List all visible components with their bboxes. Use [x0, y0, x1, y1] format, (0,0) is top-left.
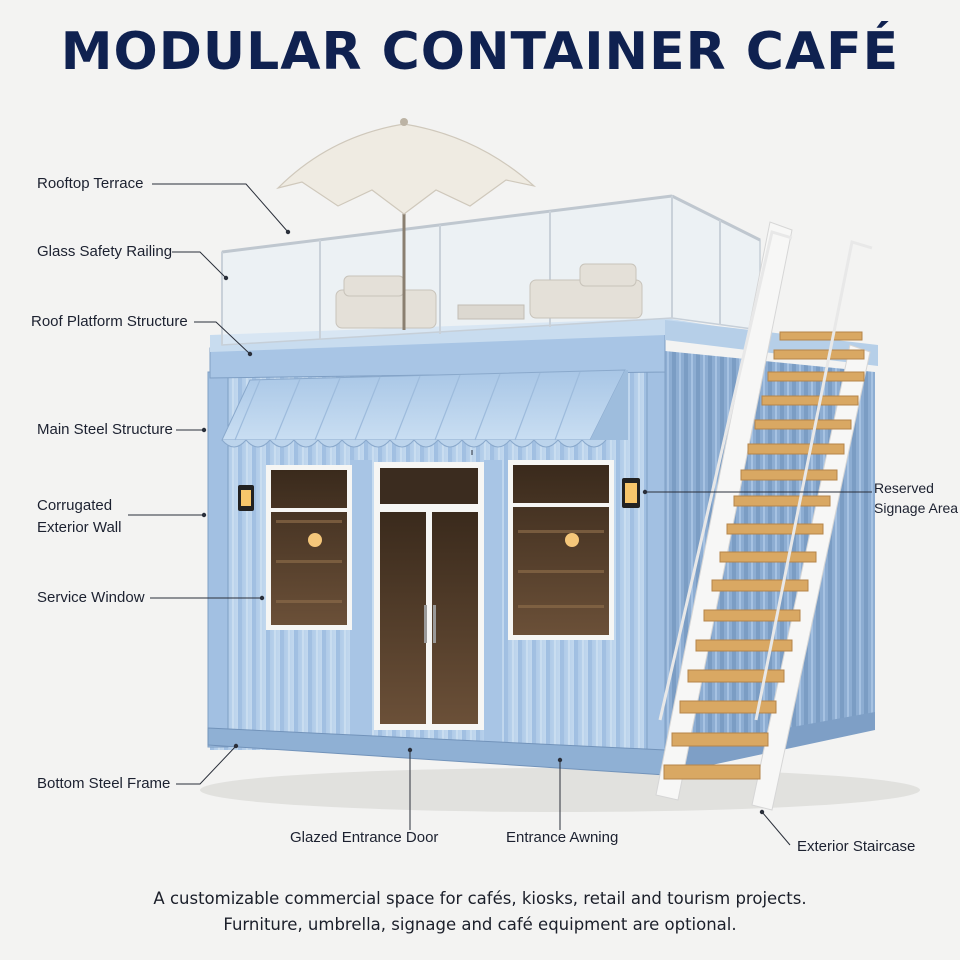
wall-lantern-left — [238, 485, 254, 511]
label-roof-platform-structure: Roof Platform Structure — [31, 313, 188, 330]
awning-scallop — [221, 439, 607, 448]
label-glass-safety-railing: Glass Safety Railing — [37, 243, 173, 260]
roof-deck — [210, 318, 740, 352]
label-corrugated-line2: Exterior Wall — [37, 519, 122, 536]
door-left-pane — [380, 512, 426, 724]
label-main-steel-structure: Main Steel Structure — [37, 421, 173, 438]
rooftop-sofa-left — [335, 275, 437, 329]
leader-lines — [128, 183, 872, 846]
label-bottom-steel-frame: Bottom Steel Frame — [37, 775, 171, 792]
label-reserved-line1: Reserved — [874, 480, 934, 496]
leader-dots — [201, 229, 765, 815]
footer-line-1: A customizable commercial space for café… — [153, 889, 807, 908]
page-title: MODULAR CONTAINER CAFÉ — [60, 22, 900, 82]
label-glazed-entrance-door: Glazed Entrance Door — [290, 829, 439, 846]
awning-side — [590, 370, 628, 440]
label-reserved-signage-area: Reserved Signage Area — [874, 478, 958, 518]
label-exterior-staircase: Exterior Staircase — [797, 838, 916, 855]
label-corrugated-exterior-wall: Corrugated Exterior Wall — [37, 495, 121, 539]
exterior-staircase — [655, 221, 873, 811]
rooftop-sofa-right — [529, 263, 643, 319]
label-corrugated-line1: Corrugated — [37, 497, 113, 514]
corner-post-left — [207, 371, 229, 748]
label-reserved-line2: Signage Area — [874, 500, 959, 516]
footer-line-2: Furniture, umbrella, signage and café eq… — [223, 915, 737, 934]
entrance-awning-canopy — [221, 369, 626, 441]
door-right-pane — [432, 512, 478, 724]
service-window-glass — [271, 470, 347, 625]
label-entrance-awning: Entrance Awning — [506, 829, 619, 846]
mid-post-right — [484, 460, 502, 750]
rooftop-coffee-table — [457, 304, 525, 320]
stair-treads — [663, 331, 865, 780]
awning-stripes — [234, 371, 581, 441]
stair-handrails — [658, 230, 873, 721]
wall-lantern-right — [622, 478, 640, 508]
rooftop-umbrella — [276, 118, 537, 330]
label-service-window: Service Window — [37, 589, 145, 606]
label-rooftop-terrace: Rooftop Terrace — [37, 175, 144, 192]
mid-post-left — [350, 460, 372, 750]
side-window-glass — [513, 465, 609, 635]
corner-post-right — [646, 349, 666, 761]
